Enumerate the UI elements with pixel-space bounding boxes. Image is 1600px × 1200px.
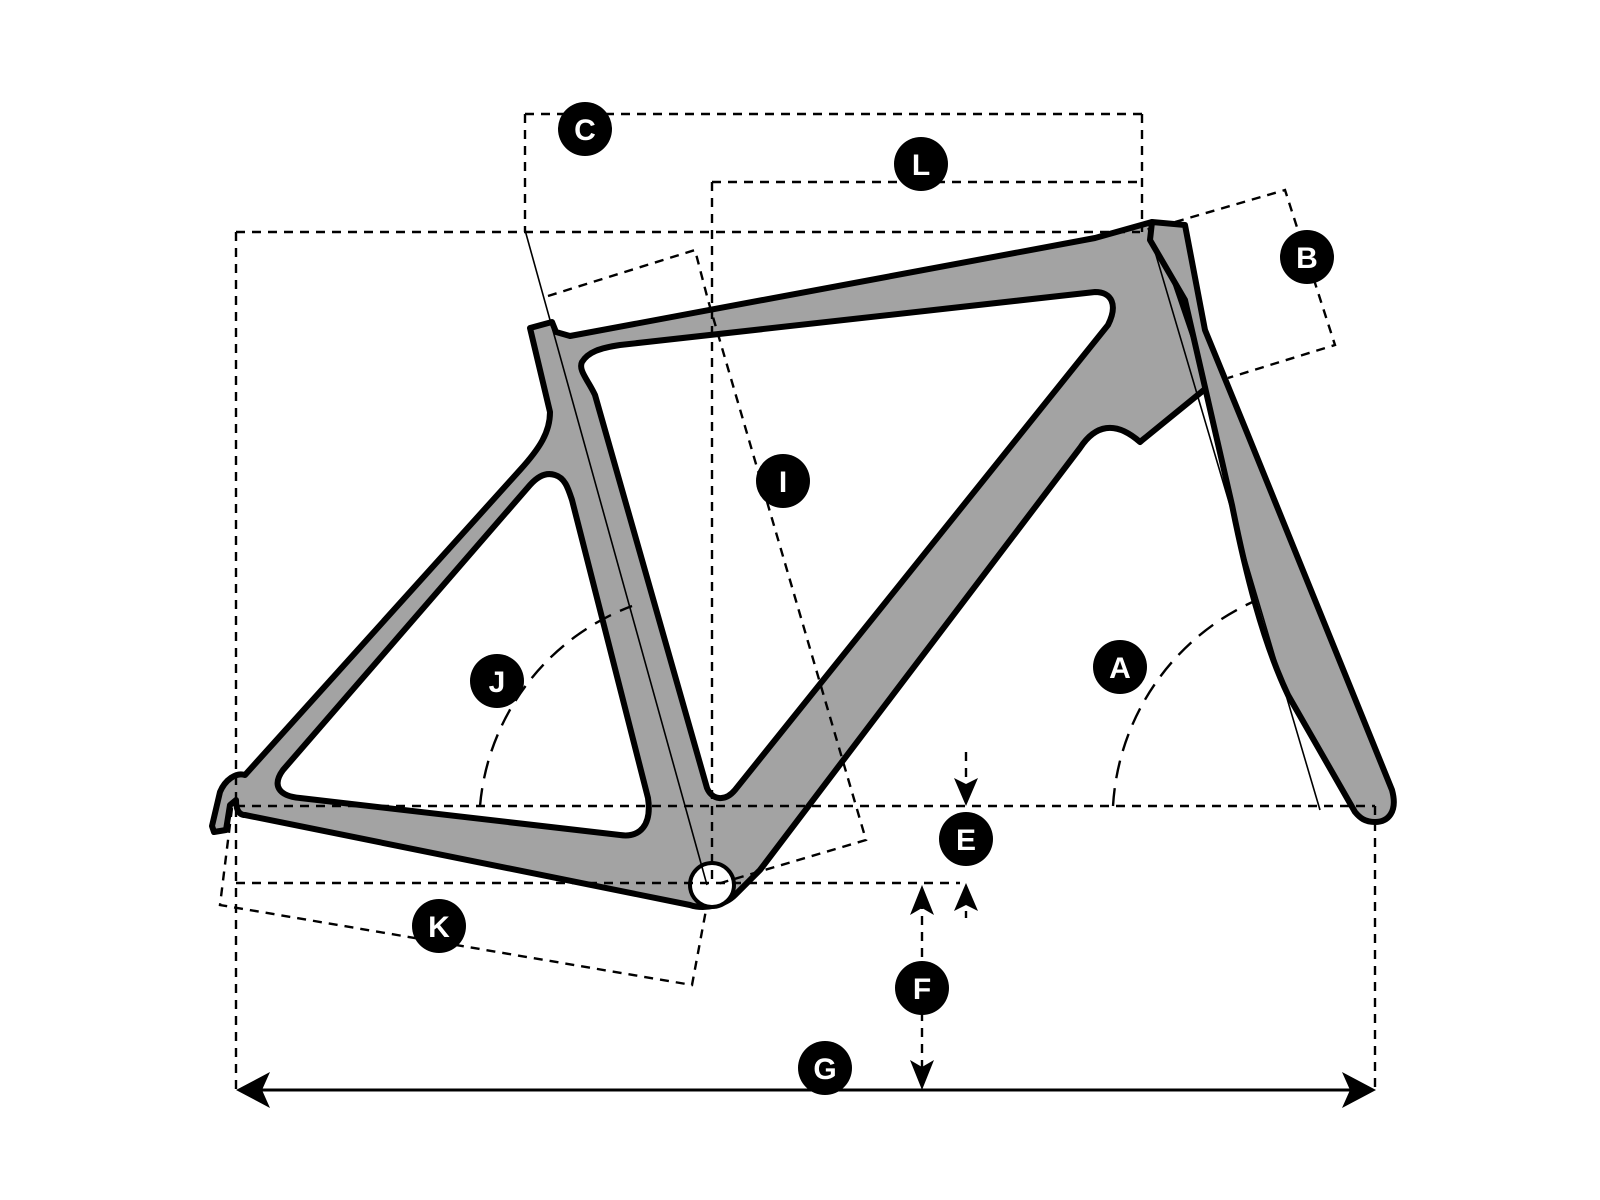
label-c: C: [558, 102, 612, 156]
bike-frame: [209, 219, 1397, 910]
dimension-arrows: [236, 752, 1376, 1108]
label-j-badge: [470, 654, 524, 708]
label-g: G: [798, 1041, 852, 1095]
label-g-text: G: [813, 1053, 836, 1086]
a-angle-arc: [1111, 598, 1258, 807]
g-arrow-right: [1342, 1072, 1376, 1108]
label-l-text: L: [912, 149, 930, 182]
label-b-badge: [1280, 230, 1334, 284]
fork: [1147, 219, 1397, 825]
label-g-badge: [798, 1041, 852, 1095]
f-arrow-up: [910, 885, 934, 915]
f-arrow-down: [910, 1060, 934, 1090]
steering-axis: [1147, 227, 1321, 811]
label-l-badge: [894, 137, 948, 191]
label-j-text: J: [489, 666, 506, 699]
label-a: A: [1093, 640, 1147, 694]
label-i-text: I: [779, 466, 787, 499]
label-i: I: [756, 454, 810, 508]
label-b-text: B: [1296, 242, 1318, 275]
label-i-badge: [756, 454, 810, 508]
label-e-text: E: [956, 824, 976, 857]
label-c-text: C: [574, 114, 596, 147]
e-arrow-top: [954, 778, 978, 806]
e-arrow-bottom: [954, 883, 978, 911]
dimension-lines: [218, 112, 1377, 1090]
g-arrow-left: [236, 1072, 270, 1108]
rear-triangle-hole: [274, 471, 652, 839]
j-angle-arc: [478, 604, 633, 807]
i-bracket: [547, 248, 868, 887]
bottom-bracket: [688, 861, 736, 909]
label-e-badge: [939, 812, 993, 866]
seat-tube-axis: [524, 229, 708, 886]
label-f: F: [895, 961, 949, 1015]
label-a-badge: [1093, 640, 1147, 694]
label-c-badge: [558, 102, 612, 156]
label-e: E: [939, 812, 993, 866]
label-l: L: [894, 137, 948, 191]
front-triangle-hole: [578, 289, 1116, 801]
label-f-text: F: [913, 973, 931, 1006]
label-k-text: K: [428, 911, 450, 944]
label-j: J: [470, 654, 524, 708]
label-k-badge: [412, 899, 466, 953]
label-a-text: A: [1109, 652, 1131, 685]
label-f-badge: [895, 961, 949, 1015]
label-k: K: [412, 899, 466, 953]
label-b: B: [1280, 230, 1334, 284]
